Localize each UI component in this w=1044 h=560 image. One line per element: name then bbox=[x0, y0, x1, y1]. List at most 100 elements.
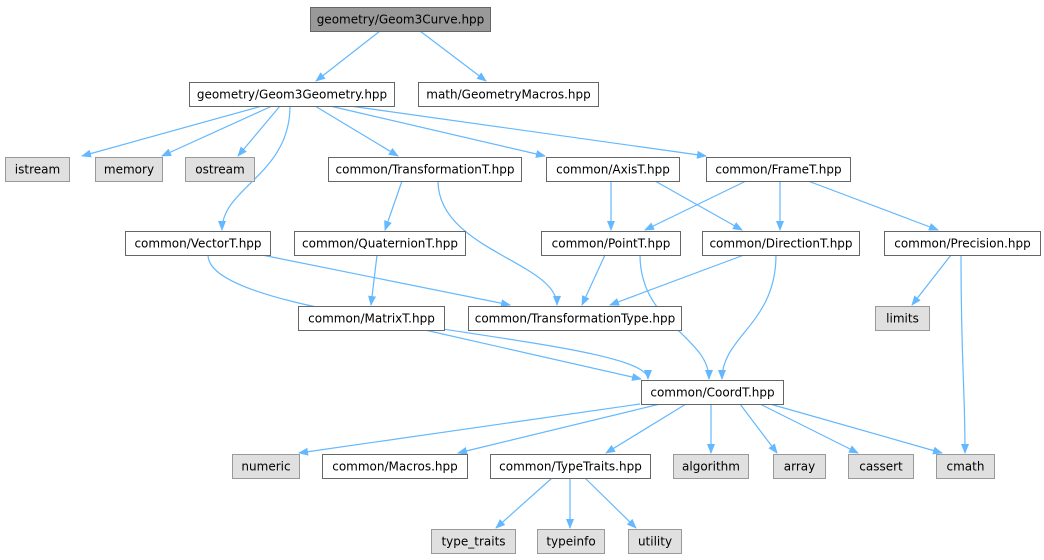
edge-coordt-to-cmath bbox=[769, 403, 943, 455]
node-label: cmath bbox=[947, 460, 985, 474]
node-coordt[interactable]: common/CoordT.hpp bbox=[641, 380, 784, 405]
node-box bbox=[490, 454, 651, 479]
node-box bbox=[125, 231, 271, 256]
node-ostream: ostream bbox=[185, 157, 255, 182]
edge-arrow bbox=[584, 477, 637, 529]
edge-arrow bbox=[384, 180, 403, 231]
node-label: common/QuaternionT.hpp bbox=[302, 237, 458, 251]
edge-precision-to-limits bbox=[911, 254, 952, 306]
node-box bbox=[641, 380, 784, 405]
node-vectort[interactable]: common/VectorT.hpp bbox=[125, 231, 271, 256]
node-framet[interactable]: common/FrameT.hpp bbox=[706, 157, 851, 182]
node-typetraits[interactable]: common/TypeTraits.hpp bbox=[490, 454, 651, 479]
node-box bbox=[541, 231, 681, 256]
node-algorithm: algorithm bbox=[673, 454, 749, 479]
edge-geom3geometry-to-framet bbox=[349, 105, 707, 159]
edge-geom3geometry-to-istream bbox=[81, 105, 263, 158]
edge-coordt-to-cassert bbox=[759, 403, 859, 454]
edge-arrow bbox=[495, 477, 553, 529]
node-geom3geometry[interactable]: geometry/Geom3Geometry.hpp bbox=[189, 82, 395, 107]
node-label: common/VectorT.hpp bbox=[134, 237, 261, 251]
edge-arrow bbox=[237, 105, 281, 157]
node-label: numeric bbox=[241, 460, 290, 474]
edge-arrow bbox=[718, 254, 777, 380]
node-numeric: numeric bbox=[232, 454, 300, 479]
node-box bbox=[468, 306, 682, 331]
node-label: typeinfo bbox=[546, 535, 595, 549]
node-array: array bbox=[773, 454, 826, 479]
node-geometrymacros[interactable]: math/GeometryMacros.hpp bbox=[418, 82, 599, 107]
node-label: utility bbox=[638, 535, 672, 549]
edge-geom3curve-to-geom3geometry bbox=[315, 30, 381, 82]
node-axist[interactable]: common/AxisT.hpp bbox=[546, 157, 680, 182]
node-box bbox=[310, 7, 491, 32]
node-directiont[interactable]: common/DirectionT.hpp bbox=[702, 231, 860, 256]
edge-arrow bbox=[644, 180, 747, 231]
node-label: common/Macros.hpp bbox=[332, 460, 458, 474]
edge-arrow bbox=[769, 403, 943, 455]
edge-arrow bbox=[161, 105, 273, 157]
node-memory: memory bbox=[95, 157, 163, 182]
node-label: common/DirectionT.hpp bbox=[709, 237, 852, 251]
node-cassert: cassert bbox=[848, 454, 914, 479]
edge-pointt-to-transformationtype bbox=[581, 254, 606, 306]
node-pointt[interactable]: common/PointT.hpp bbox=[541, 231, 681, 256]
edge-coordt-to-array bbox=[739, 403, 778, 454]
node-label: math/GeometryMacros.hpp bbox=[426, 88, 590, 102]
edge-arrow bbox=[314, 105, 399, 157]
edge-arrow bbox=[654, 180, 743, 231]
edge-matrixt-to-coordt bbox=[424, 329, 642, 381]
node-transformationt[interactable]: common/TransformationT.hpp bbox=[328, 157, 522, 182]
node-box bbox=[673, 454, 749, 479]
node-label: geometry/Geom3Geometry.hpp bbox=[197, 88, 387, 102]
node-typeinfo: typeinfo bbox=[537, 529, 605, 554]
node-label: cassert bbox=[859, 460, 903, 474]
node-box bbox=[189, 82, 395, 107]
edge-arrow bbox=[581, 254, 606, 306]
node-box bbox=[848, 454, 914, 479]
node-transformationtype[interactable]: common/TransformationType.hpp bbox=[468, 306, 682, 331]
edge-coordt-to-numeric bbox=[298, 403, 641, 456]
edge-arrow bbox=[605, 403, 687, 454]
edge-arrow bbox=[315, 30, 381, 82]
edge-framet-to-pointt bbox=[644, 180, 747, 231]
edge-arrow bbox=[419, 30, 487, 82]
edge-arrow bbox=[81, 105, 263, 158]
edge-precision-to-cmath bbox=[960, 254, 969, 454]
node-label: common/TransformationType.hpp bbox=[475, 312, 676, 326]
edge-arrow bbox=[911, 254, 952, 306]
node-matrixt[interactable]: common/MatrixT.hpp bbox=[298, 306, 445, 331]
node-quaterniont[interactable]: common/QuaternionT.hpp bbox=[294, 231, 466, 256]
edge-vectort-to-transformationtype bbox=[261, 254, 511, 308]
edge-geom3geometry-to-vectort bbox=[218, 105, 291, 231]
edge-arrow bbox=[437, 180, 561, 306]
edge-transformationt-to-transformationtype bbox=[437, 180, 561, 306]
node-box bbox=[294, 231, 466, 256]
node-istream: istream bbox=[5, 157, 70, 182]
node-box bbox=[328, 157, 522, 182]
node-box bbox=[628, 529, 682, 554]
node-box bbox=[322, 454, 468, 479]
edge-arrow bbox=[609, 254, 745, 306]
node-box bbox=[185, 157, 255, 182]
node-box bbox=[232, 454, 300, 479]
node-macros[interactable]: common/Macros.hpp bbox=[322, 454, 468, 479]
node-box bbox=[936, 454, 995, 479]
edge-axist-to-directiont bbox=[654, 180, 743, 231]
edge-arrow bbox=[349, 105, 707, 159]
edge-arrow bbox=[261, 254, 511, 308]
edge-geom3geometry-to-axist bbox=[329, 105, 546, 158]
node-label: type_traits bbox=[441, 535, 505, 549]
edge-arrow bbox=[218, 105, 291, 231]
node-geom3curve[interactable]: geometry/Geom3Curve.hpp bbox=[310, 7, 491, 32]
node-precision[interactable]: common/Precision.hpp bbox=[884, 231, 1041, 256]
node-label: limits bbox=[886, 312, 919, 326]
node-box bbox=[537, 529, 605, 554]
edge-directiont-to-coordt bbox=[718, 254, 777, 380]
node-box bbox=[95, 157, 163, 182]
node-label: ostream bbox=[195, 163, 244, 177]
node-cmath: cmath bbox=[936, 454, 995, 479]
edge-arrow bbox=[457, 403, 661, 455]
edge-arrow bbox=[368, 254, 378, 306]
